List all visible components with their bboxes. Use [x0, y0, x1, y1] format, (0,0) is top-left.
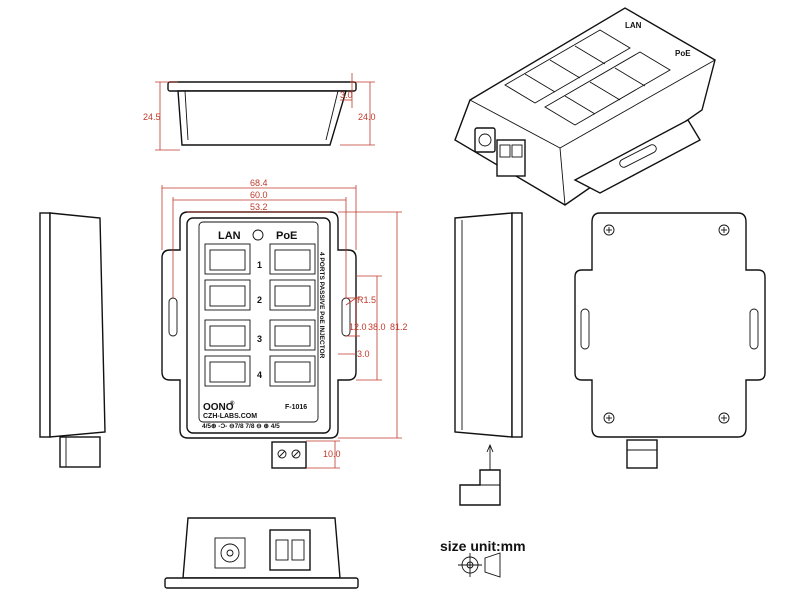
model-number: F-1016 [285, 404, 307, 411]
back-view [574, 212, 766, 469]
right-side-view [454, 212, 523, 506]
dim-flange-thickness: 3.0 [340, 90, 353, 100]
dim-radius: R1.5 [357, 295, 376, 305]
website: CZH-LABS.COM [203, 413, 257, 420]
brand-mark: ® [230, 400, 235, 407]
dim-height-overall: 81.2 [390, 322, 408, 332]
dim-height-inner: 38.0 [368, 322, 386, 332]
lan-ports [204, 243, 251, 387]
port-number-4: 4 [257, 370, 262, 380]
left-side-view [39, 212, 106, 468]
projection-symbol-icon [458, 552, 501, 578]
bottom-view [164, 517, 359, 589]
brand-name: OONO [203, 402, 234, 413]
led-indicator [252, 229, 264, 241]
port-number-2: 2 [257, 295, 262, 305]
dim-width-body: 53.2 [250, 202, 268, 212]
poe-label: PoE [276, 230, 297, 242]
dim-top-height-right: 24.0 [358, 112, 376, 122]
port-number-1: 1 [257, 260, 262, 270]
dim-width-holes: 60.0 [250, 190, 268, 200]
terminal-block [271, 441, 307, 469]
dim-flange-offset: 3.0 [357, 349, 370, 359]
isometric-view: LAN PoE [454, 7, 716, 206]
pinout-legend: 4/5⊕ -Ɔ- ⊖7/8 7/8 ⊖ ⊕ 4/5 [202, 423, 280, 430]
poe-ports [269, 243, 316, 387]
front-view: LAN PoE 1 2 3 4 4 P [161, 178, 408, 469]
product-vertical-text: 4 PORTS PASSIVE PoE INJECTOR [318, 252, 325, 359]
top-view: 24.5 24.0 3.0 [143, 73, 376, 151]
iso-lan-label: LAN [625, 21, 642, 30]
size-unit-label: size unit:mm [440, 538, 526, 554]
dim-top-height-left: 24.5 [143, 112, 161, 122]
iso-poe-label: PoE [675, 49, 691, 58]
dim-terminal-protrusion: 10.0 [323, 449, 341, 459]
port-number-3: 3 [257, 334, 262, 344]
lan-label: LAN [218, 230, 241, 242]
dim-slot-length: 12.0 [349, 322, 367, 332]
dim-width-overall: 68.4 [250, 178, 268, 188]
